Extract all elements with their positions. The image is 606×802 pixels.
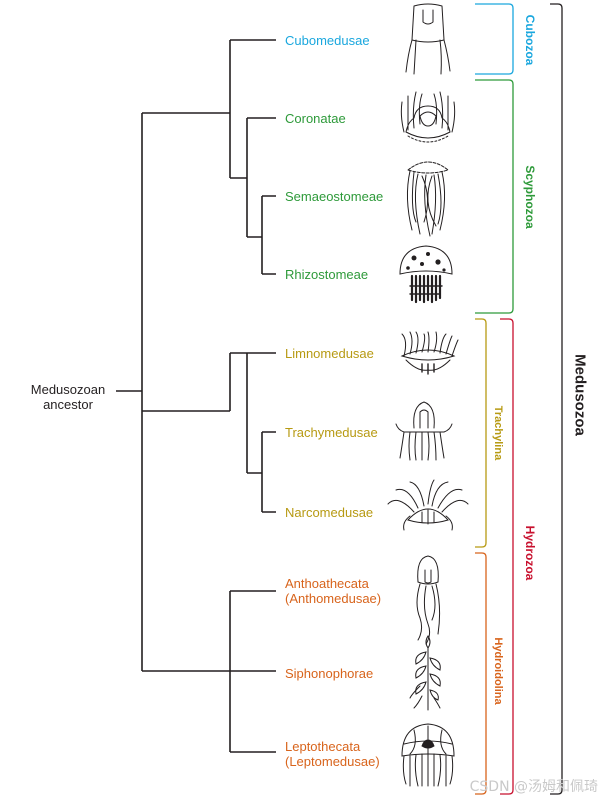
taxon-label-limnomedusae: Limnomedusae [285,346,374,361]
taxon-label-trachymedusae: Trachymedusae [285,425,378,440]
root-label-line2: ancestor [43,397,93,412]
limnomedusa-icon [400,331,459,375]
siphonophore-icon [409,635,441,711]
root-mouth-jellyfish-icon [399,245,453,304]
taxon-label-semaeostomeae: Semaeostomeae [285,189,384,204]
hydroidolina-branch [229,590,276,753]
hydrozoa-bracket [500,318,514,795]
taxon-label-narcomedusae: Narcomedusae [285,505,374,520]
cubo-scypho-branch [229,39,276,179]
taxon-label-cubomedusae: Cubomedusae [285,33,370,48]
group-label-scyphozoa: Scyphozoa [523,165,537,229]
watermark: CSDN @汤姆和佩琦 [469,779,598,795]
taxon-alt-anthomedusae: (Anthomedusae) [285,591,382,606]
box-jellyfish-icon [405,3,451,75]
hydroidolina-bracket [475,552,487,795]
crown-jellyfish-icon [400,91,456,143]
taxon-label-rhizostomeae: Rhizostomeae [285,267,369,282]
leptomedusa-icon [401,723,455,787]
moon-jellyfish-icon [406,161,450,237]
medusozoa-bracket [550,3,563,795]
trachymedusa-icon [395,401,453,461]
root-label: Medusozoan ancestor [20,382,116,412]
anthomedusa-icon [416,555,441,645]
root-label-line1: Medusozoan [30,382,106,397]
taxon-label-coronatae: Coronatae [285,111,346,126]
trachylina-branch [229,352,247,411]
scyphozoa-bracket [475,79,514,314]
root-children [142,112,230,672]
semaeo-rhizo-branch [261,195,276,275]
taxon-name-leptothecata: Leptothecata [285,739,361,754]
cubozoa-bracket [475,3,514,75]
tree-branches [116,39,276,753]
taxon-alt-leptomedusae: (Leptomedusae) [285,754,380,769]
group-label-cubozoa: Cubozoa [523,14,537,66]
group-label-medusozoa: Medusozoa [571,354,589,436]
narcomedusa-icon [387,479,469,531]
limno-branch [246,352,276,474]
taxon-label-leptothecata: Leptothecata (Leptomedusae) [285,739,380,769]
trachy-narco-branch [261,431,276,513]
scyphozoa-branch [246,117,276,238]
group-brackets [475,3,563,795]
trachylina-bracket [475,318,487,548]
taxon-label-siphonophorae: Siphonophorae [285,666,374,681]
group-label-hydroidolina: Hydroidolina [492,637,504,705]
taxon-name-anthoathecata: Anthoathecata [285,576,369,591]
taxon-label-anthoathecata: Anthoathecata (Anthomedusae) [285,576,381,606]
group-label-trachylina: Trachylina [492,405,504,461]
group-label-hydrozoa: Hydrozoa [523,525,537,581]
